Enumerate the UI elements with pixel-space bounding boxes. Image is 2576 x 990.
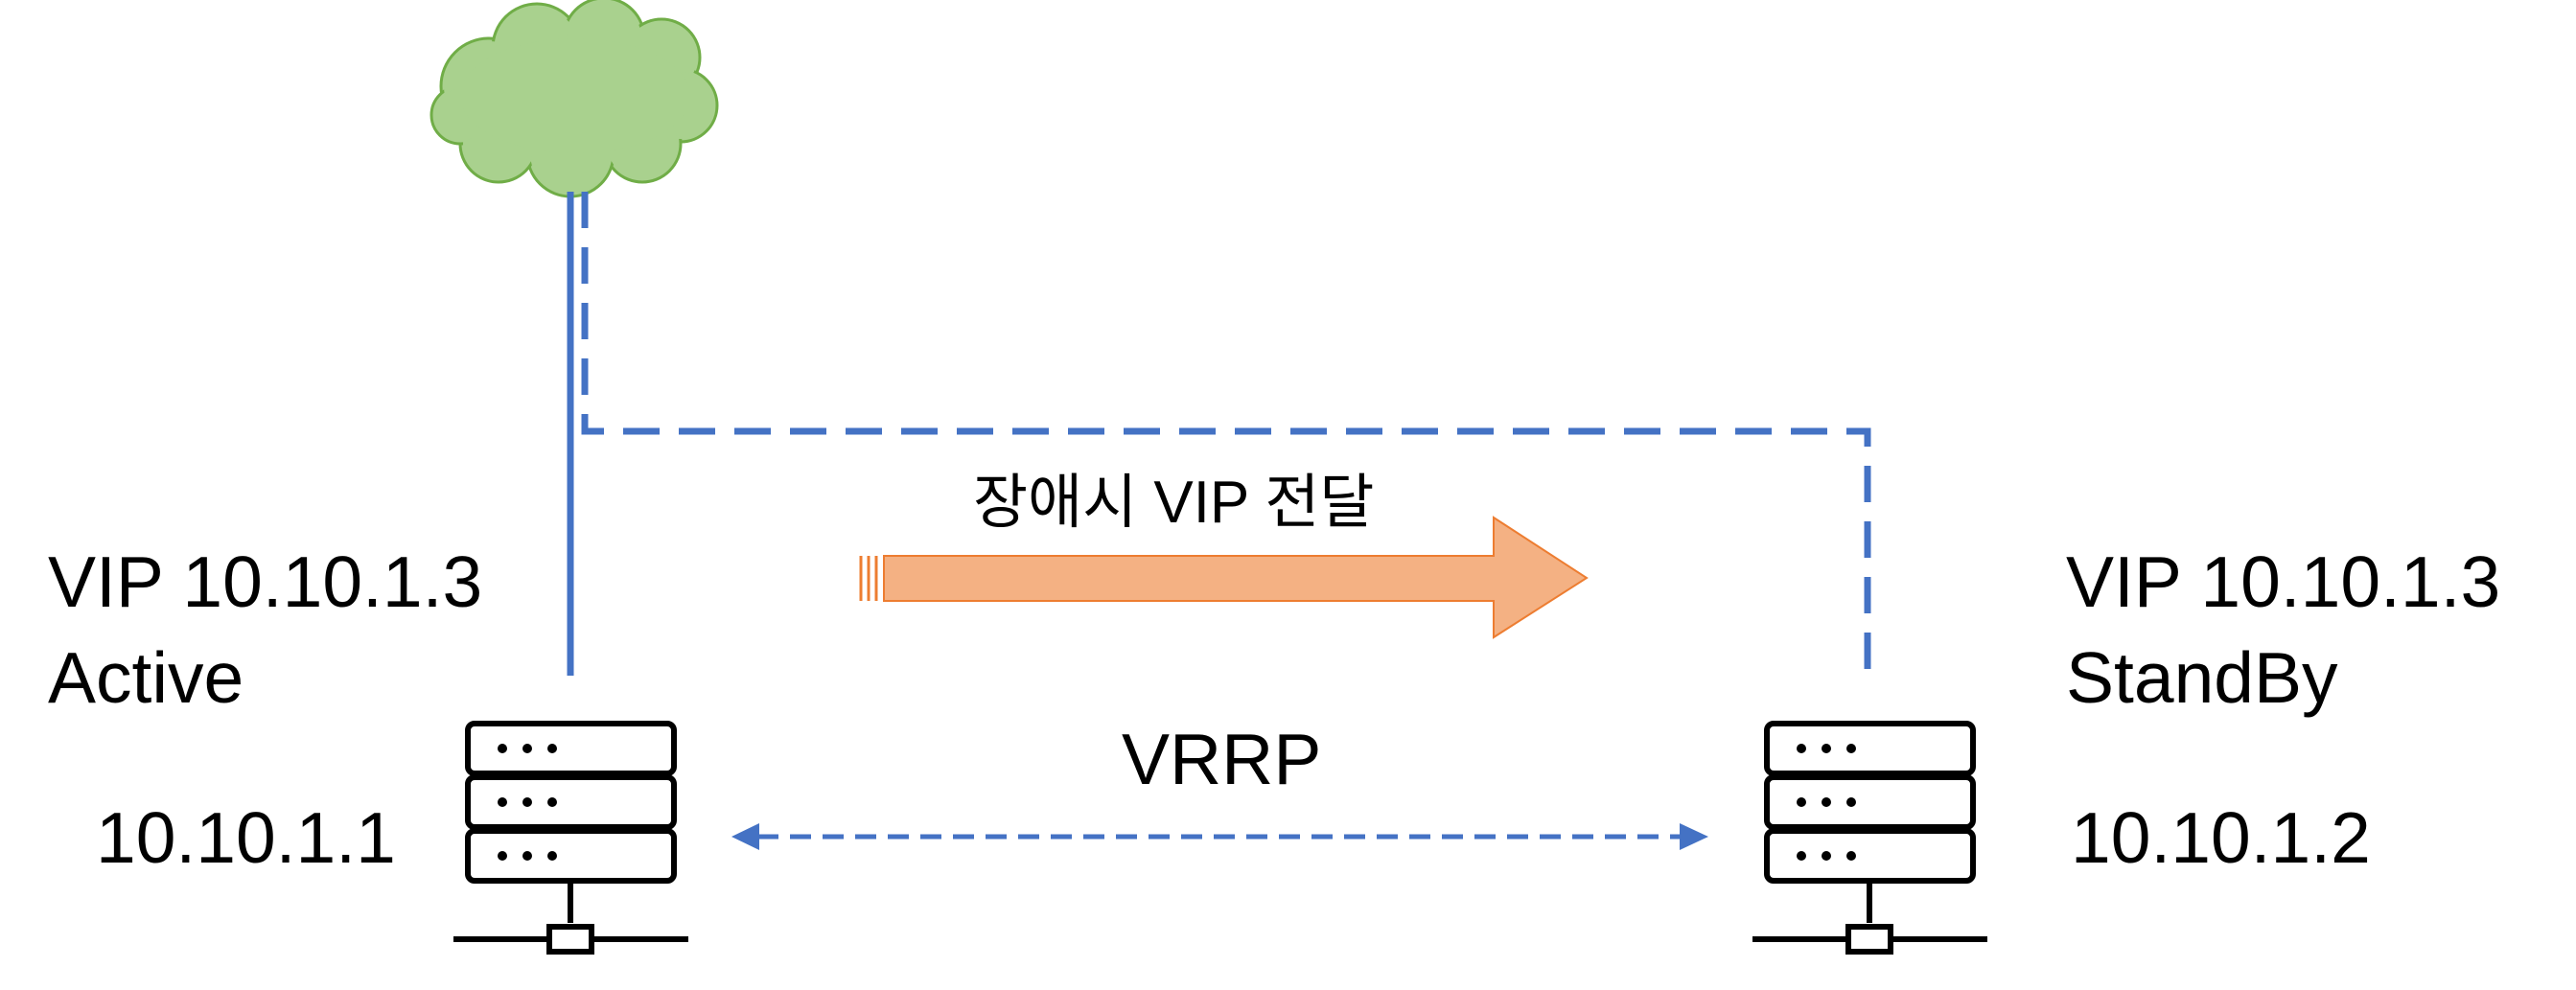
cloud-icon	[429, 0, 719, 198]
server-icon	[1752, 721, 1987, 955]
vrrp-label: VRRP	[1122, 719, 1321, 799]
vrrp-link	[731, 823, 1708, 850]
right-vip-label: VIP 10.10.1.3	[2066, 541, 2500, 622]
failover-label: 장애시 VIP 전달	[973, 470, 1374, 536]
right-ip-label: 10.10.1.2	[2071, 797, 2371, 878]
left-ip-label: 10.10.1.1	[96, 797, 396, 878]
server-icon	[453, 721, 688, 955]
left-state-label: Active	[48, 637, 244, 718]
left-vip-label: VIP 10.10.1.3	[48, 541, 482, 622]
right-state-label: StandBy	[2066, 637, 2338, 718]
failover-arrow	[859, 516, 1589, 639]
standby-path-line	[581, 192, 1871, 676]
